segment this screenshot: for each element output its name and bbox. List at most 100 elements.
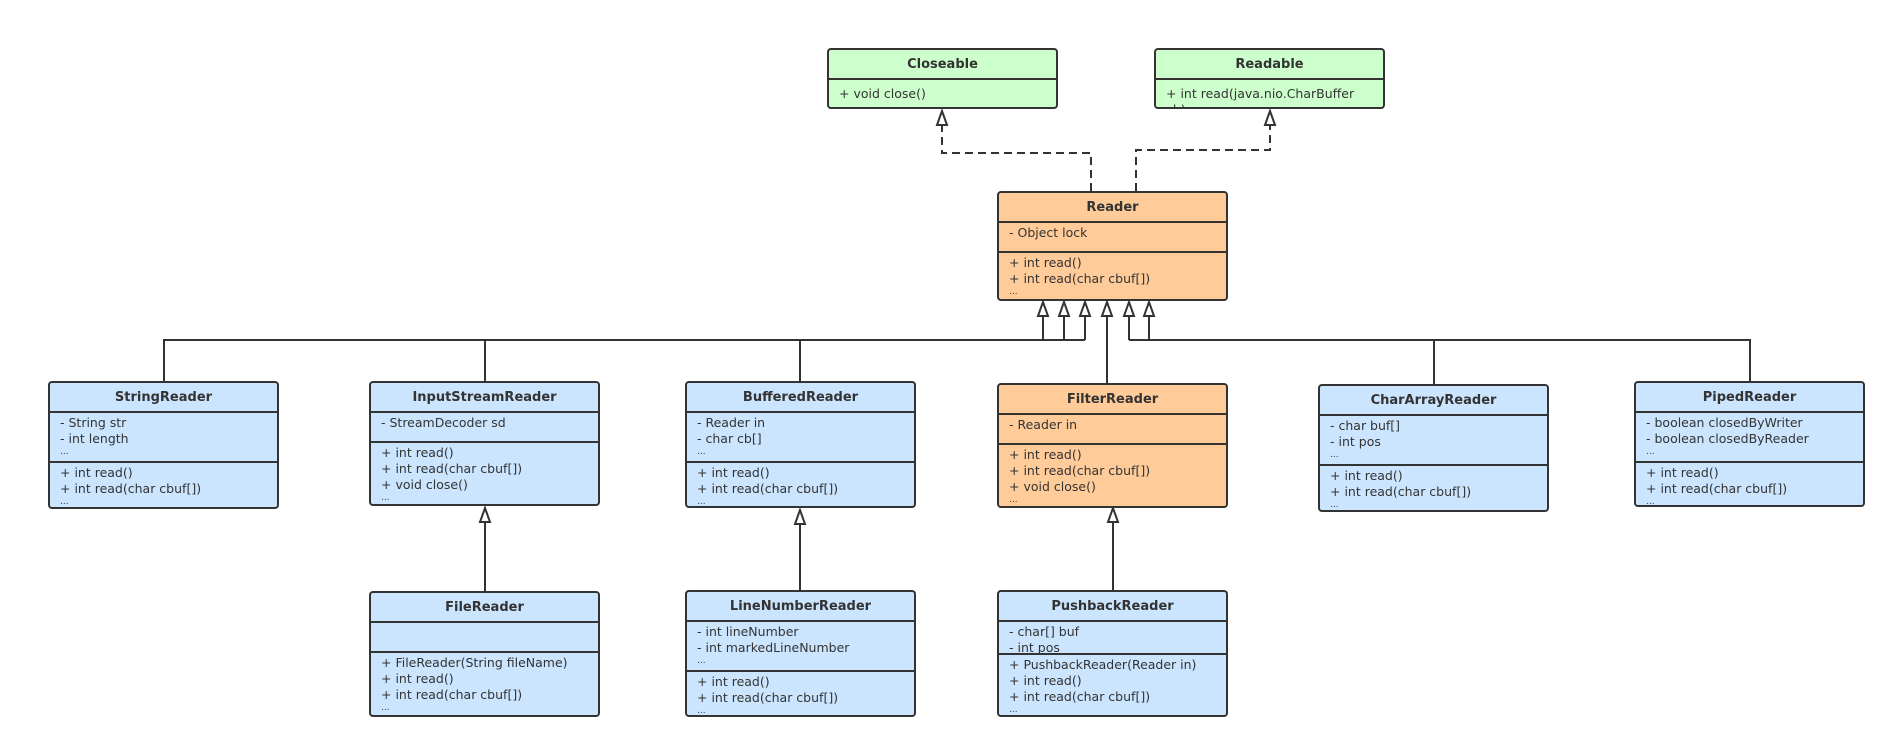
fields-compartment: - Reader in- char cb[]... <box>687 413 914 463</box>
class-name: BufferedReader <box>687 383 914 413</box>
attribute: ... <box>1646 447 1655 457</box>
class-name: PipedReader <box>1636 383 1863 413</box>
operation: + int read(char cbuf[]) <box>381 461 523 476</box>
attribute: - int markedLineNumber <box>697 640 850 655</box>
class-pushbackreader[interactable]: PushbackReader- char[] buf- int pos+ Pus… <box>997 590 1228 717</box>
operation: + int read(char cbuf[]) <box>1646 481 1788 496</box>
fields-compartment: - String str- int length... <box>50 413 277 463</box>
operation: ... <box>381 703 390 713</box>
attribute: ... <box>60 447 69 457</box>
class-name: FilterReader <box>999 385 1226 415</box>
fields-compartment: - Object lock <box>999 223 1226 253</box>
class-name: LineNumberReader <box>687 592 914 622</box>
class-closeable[interactable]: Closeable + void close() <box>827 48 1058 109</box>
attribute: - int lineNumber <box>697 624 799 639</box>
methods-compartment: + int read()+ int read(char cbuf[])... <box>687 672 914 716</box>
hollow-arrow-icon <box>1078 299 1092 317</box>
realization-line-closeable <box>941 124 1092 191</box>
class-name: StringReader <box>50 383 277 413</box>
attribute: - Reader in <box>1009 417 1078 432</box>
operation: ... <box>1330 500 1339 510</box>
operation: ... <box>1646 497 1655 507</box>
hollow-arrow-icon <box>478 505 492 523</box>
class-pipedreader[interactable]: PipedReader- boolean closedByWriter- boo… <box>1634 381 1865 507</box>
methods-compartment: + int read()+ int read(char cbuf[])... <box>50 463 277 507</box>
realization-line-readable <box>1135 124 1271 191</box>
attribute: ... <box>697 447 706 457</box>
attribute: - int pos <box>1009 640 1060 655</box>
class-name: FileReader <box>371 593 598 623</box>
methods-compartment: + int read(java.nio.CharBuffer cb) <box>1156 80 1383 107</box>
hollow-arrow-icon <box>1057 299 1071 317</box>
methods-compartment: + PushbackReader(Reader in)+ int read()+… <box>999 655 1226 715</box>
operation: + void close() <box>839 86 926 101</box>
class-filterreader[interactable]: FilterReader - Reader in + int read()+ int… <box>997 383 1228 508</box>
fields-compartment: - Reader in <box>999 415 1226 445</box>
methods-compartment: + void close() <box>829 80 1056 107</box>
fields-compartment: - StreamDecoder sd <box>371 413 598 443</box>
operation: + int read() <box>697 465 770 480</box>
operation: ... <box>697 706 706 716</box>
operation: + int read(java.nio.CharBuffer cb) <box>1166 86 1355 107</box>
methods-compartment: + int read()+ int read(char cbuf[])+ voi… <box>999 445 1226 506</box>
attribute: ... <box>1330 450 1339 460</box>
attribute: - boolean closedByReader <box>1646 431 1809 446</box>
generalization-bus-right <box>1129 339 1751 381</box>
attribute: - Reader in <box>697 415 766 430</box>
operation: + int read() <box>60 465 133 480</box>
operation: + int read() <box>381 445 454 460</box>
class-bufferedreader[interactable]: BufferedReader- Reader in- char cb[]...+… <box>685 381 916 508</box>
operation: + int read(char cbuf[]) <box>60 481 202 496</box>
methods-compartment: + int read()+ int read(char cbuf[])... <box>999 253 1226 299</box>
attribute: - String str <box>60 415 127 430</box>
class-reader[interactable]: Reader- Object lock+ int read()+ int rea… <box>997 191 1228 301</box>
attribute: - int length <box>60 431 129 446</box>
attribute: - char cb[] <box>697 431 762 446</box>
class-name: CharArrayReader <box>1320 386 1547 416</box>
operation: ... <box>697 497 706 507</box>
hollow-arrow-icon <box>793 507 807 525</box>
hollow-arrow-icon <box>1036 299 1050 317</box>
operation: ... <box>60 497 69 507</box>
operation: + void close() <box>381 477 468 492</box>
hollow-arrow-icon <box>1106 505 1120 523</box>
class-name: Readable <box>1156 50 1383 80</box>
operation: + int read() <box>697 674 770 689</box>
operation: + PushbackReader(Reader in) <box>1009 657 1197 672</box>
attribute: ... <box>697 656 706 666</box>
class-readable[interactable]: Readable + int read(java.nio.CharBuffer c… <box>1154 48 1385 109</box>
operation: + int read(char cbuf[]) <box>1009 463 1151 478</box>
operation: + int read(char cbuf[]) <box>697 690 839 705</box>
methods-compartment: + FileReader(String fileName)+ int read(… <box>371 653 598 715</box>
operation: + int read(char cbuf[]) <box>1009 689 1151 704</box>
class-stringreader[interactable]: StringReader- String str- int length...+… <box>48 381 279 509</box>
hollow-arrow-icon <box>1263 108 1277 126</box>
operation: + int read(char cbuf[]) <box>1009 271 1151 286</box>
class-filereader[interactable]: FileReader + FileReader(String fileName)+… <box>369 591 600 717</box>
operation: + int read() <box>1646 465 1719 480</box>
methods-compartment: + int read()+ int read(char cbuf[])... <box>687 463 914 507</box>
class-inputstreamreader[interactable]: InputStreamReader- StreamDecoder sd + int… <box>369 381 600 506</box>
fields-compartment: - boolean closedByWriter- boolean closed… <box>1636 413 1863 463</box>
methods-compartment: + int read()+ int read(char cbuf[])... <box>1636 463 1863 507</box>
class-chararrayreader[interactable]: CharArrayReader- char buf[]- int pos...+… <box>1318 384 1549 512</box>
operation: + int read() <box>1009 255 1082 270</box>
operation: + int read(char cbuf[]) <box>381 687 523 702</box>
operation: + void close() <box>1009 479 1096 494</box>
attribute: - char[] buf <box>1009 624 1080 639</box>
operation: + int read(char cbuf[]) <box>697 481 839 496</box>
class-linenumberreader[interactable]: LineNumberReader - int lineNumber- int ma… <box>685 590 916 717</box>
fields-compartment: - char buf[]- int pos... <box>1320 416 1547 466</box>
class-name: InputStreamReader <box>371 383 598 413</box>
operation: ... <box>1009 705 1018 715</box>
attribute: - boolean closedByWriter <box>1646 415 1803 430</box>
methods-compartment: + int read()+ int read(char cbuf[])... <box>1320 466 1547 510</box>
operation: + int read() <box>381 671 454 686</box>
hollow-arrow-icon <box>1122 299 1136 317</box>
class-name: Closeable <box>829 50 1056 80</box>
operation: + int read() <box>1009 673 1082 688</box>
attribute: - char buf[] <box>1330 418 1401 433</box>
hollow-arrow-icon <box>935 108 949 126</box>
